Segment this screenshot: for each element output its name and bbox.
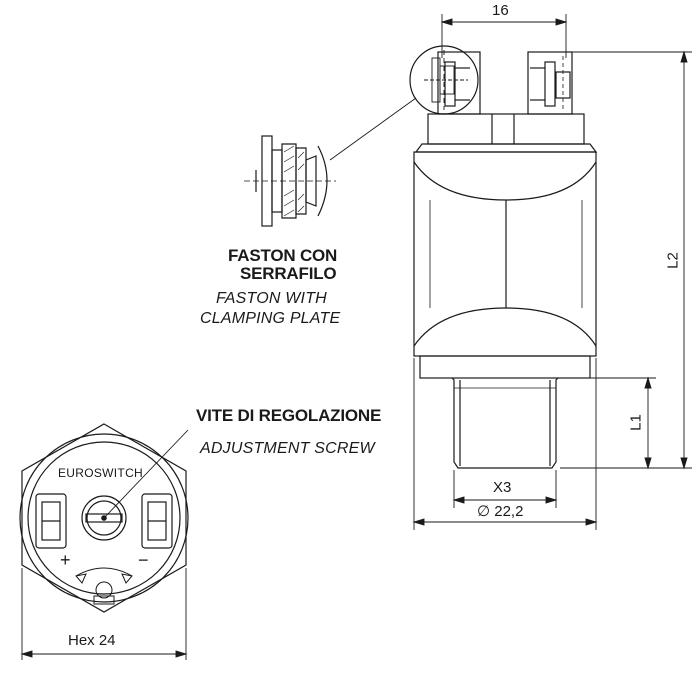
hex-body <box>413 151 597 379</box>
screw-leader <box>103 429 189 519</box>
section-hatching <box>283 145 305 217</box>
dim-X3-label: X3 <box>493 479 512 496</box>
faston-detail <box>244 135 336 227</box>
connector-head <box>414 113 598 153</box>
top-view <box>19 423 189 613</box>
dim-hex-label: Hex 24 <box>68 632 116 649</box>
side-view <box>413 51 598 469</box>
plus-symbol: + <box>60 550 71 570</box>
threaded-stem <box>451 377 559 469</box>
adjust-arrows <box>75 567 133 605</box>
faston-subtitle-line2: CLAMPING PLATE <box>200 310 341 327</box>
dim-L2-label: L2 <box>664 252 682 269</box>
screw-title: VITE DI REGOLAZIONE <box>196 406 382 425</box>
faston-title-line2: SERRAFILO <box>240 264 337 283</box>
faston-title-line1: FASTON CON <box>228 246 338 265</box>
dim-16-label: 16 <box>492 2 509 19</box>
dim-diameter <box>412 358 598 530</box>
dim-diameter-label: ∅ 22,2 <box>477 503 524 520</box>
dim-L2 <box>572 50 692 470</box>
dim-hex <box>20 568 188 660</box>
dim-L1 <box>560 376 656 470</box>
left-terminal-slot <box>35 493 67 549</box>
faston-terminals <box>437 51 573 115</box>
brand-label: EUROSWITCH <box>58 466 143 480</box>
dim-16 <box>440 14 568 58</box>
dim-X3 <box>452 470 558 508</box>
dim-L1-label: L1 <box>627 414 645 431</box>
faston-subtitle-line1: FASTON WITH <box>216 290 327 307</box>
minus-symbol: − <box>138 550 149 570</box>
screw-subtitle: ADJUSTMENT SCREW <box>200 440 375 457</box>
right-terminal-slot <box>141 493 173 549</box>
detail-small-terminal <box>424 50 468 110</box>
detail-callout <box>329 45 479 161</box>
